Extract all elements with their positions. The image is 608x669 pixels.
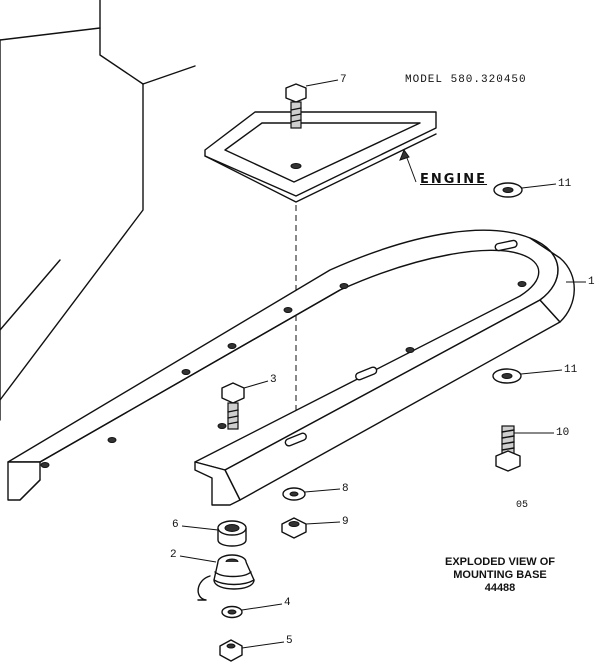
callout-7: 7 (340, 74, 347, 86)
bolt-7 (285, 79, 339, 129)
plate-hole (290, 163, 302, 169)
washer-11-top (493, 182, 557, 198)
callout-11-top: 11 (558, 178, 572, 190)
lock-washer-4 (221, 603, 283, 619)
callout-1: 1 (588, 276, 595, 288)
callout-2: 2 (170, 549, 177, 561)
diagram-caption: EXPLODED VIEW OF MOUNTING BASE 44488 (420, 556, 580, 595)
callout-11-bottom: 11 (564, 364, 578, 376)
bolt-10 (495, 425, 554, 472)
nut-5 (219, 639, 285, 662)
callout-10: 10 (556, 427, 570, 439)
callout-3: 3 (270, 374, 277, 386)
engine-plate (204, 111, 437, 203)
callout-5: 5 (286, 635, 293, 647)
model-number: MODEL 580.320450 (405, 74, 527, 86)
engine-label: ENGINE (420, 172, 488, 187)
corner-code: 05 (516, 500, 529, 511)
washer-8 (282, 487, 341, 501)
spring-mount-2 (179, 554, 255, 601)
callout-6: 6 (172, 519, 179, 531)
mounting-base (7, 229, 575, 506)
caption-line-3: 44488 (484, 582, 516, 594)
nut-9 (281, 517, 341, 539)
bolt-3 (221, 380, 269, 430)
callout-9: 9 (342, 516, 349, 528)
washer-11-bottom (492, 368, 563, 384)
spacer-6 (181, 520, 247, 547)
callout-8: 8 (342, 483, 349, 495)
callout-4: 4 (284, 597, 291, 609)
machine-outline (0, 0, 196, 421)
caption-line-1: EXPLODED VIEW OF (444, 556, 555, 568)
engine-arrow (399, 148, 417, 183)
caption-line-2: MOUNTING BASE (453, 569, 547, 581)
